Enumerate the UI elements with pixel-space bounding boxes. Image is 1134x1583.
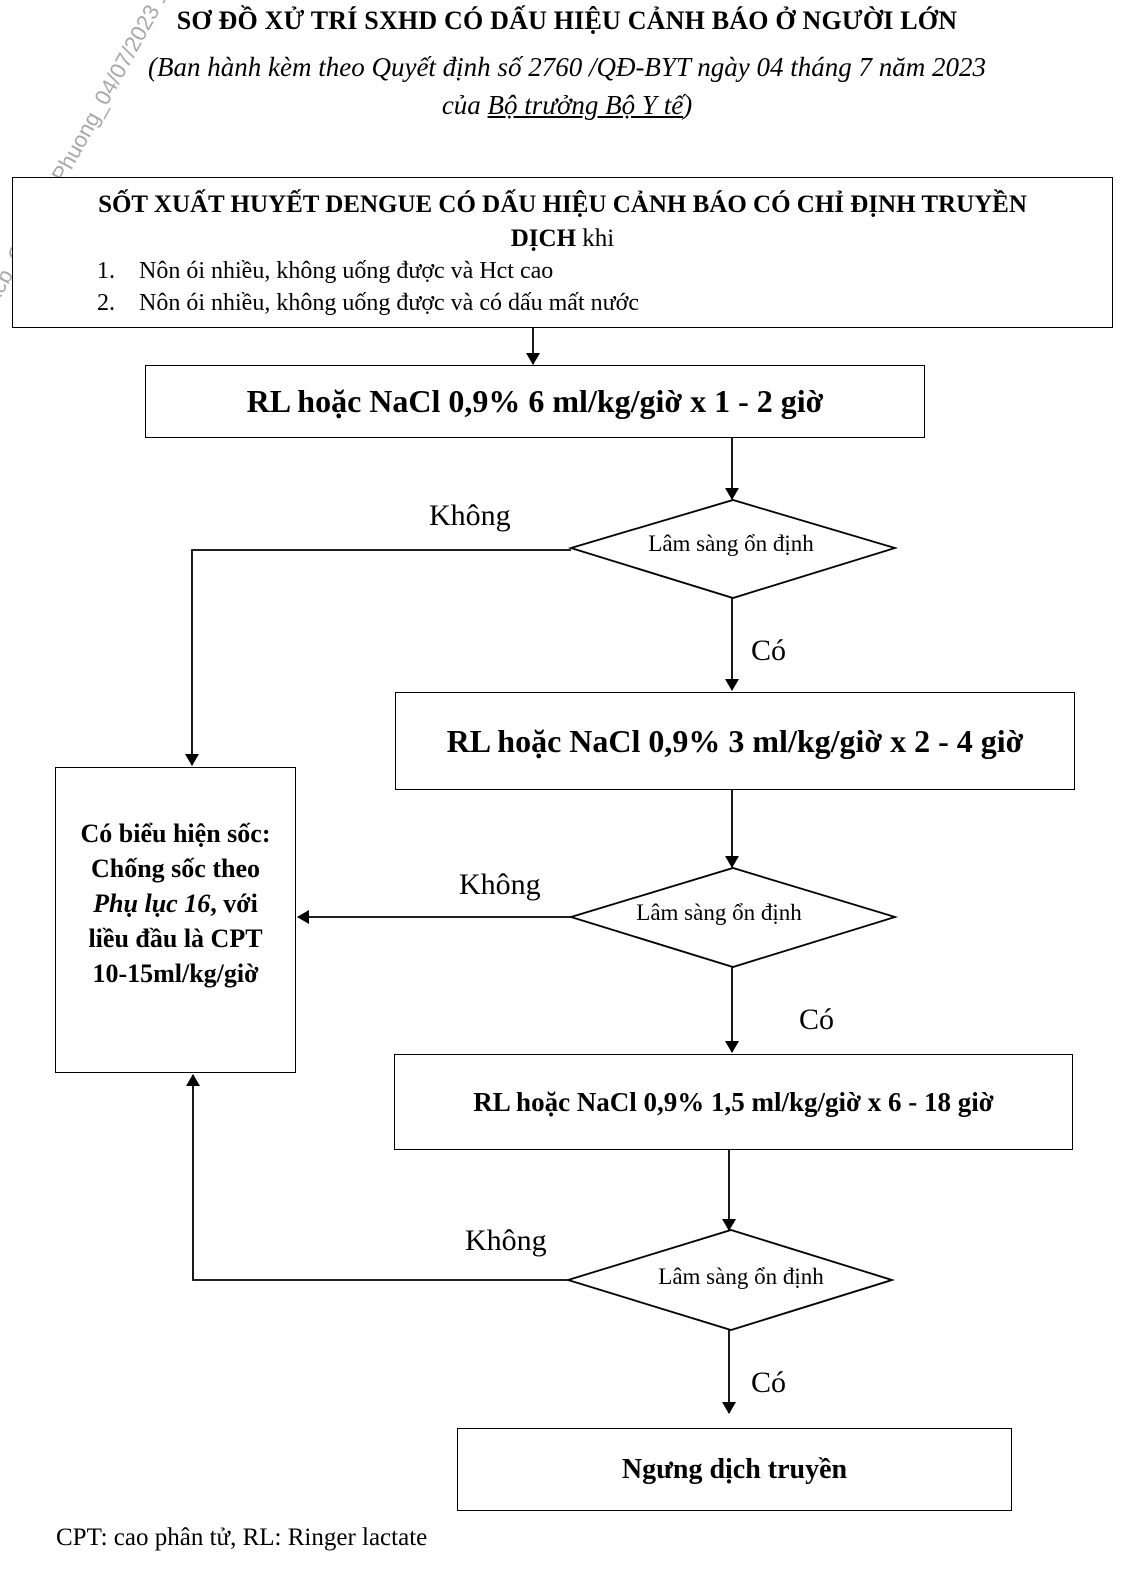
edge-label-yes-3: Có [751,1366,787,1399]
arrow-decision3-to-shock [186,1074,568,1281]
decision-label-2: Lâm sàng ổn định [636,900,802,925]
subtitle-authority: Bộ trưởng Bộ Y tế [487,90,684,120]
page-subtitle-line2: của Bộ trưởng Bộ Y tế) [0,90,1134,121]
subtitle-prefix: của [441,90,488,120]
decision-label-3: Lâm sàng ổn định [658,1264,824,1289]
edge-label-no-1: Không [429,499,511,532]
decision-diamond-3 [564,1229,896,1331]
page-title: SƠ ĐỒ XỬ TRÍ SXHD CÓ DẤU HIỆU CẢNH BÁO Ở… [176,6,958,35]
edge-label-yes-2: Có [799,1003,835,1036]
indication-title: SỐT XUẤT HUYẾT DENGUE CÓ DẤU HIỆU CẢNH B… [98,191,1027,252]
edge-label-no-3: Không [465,1224,547,1257]
decision-diamond-1 [567,499,899,599]
edge-label-yes-1: Có [751,634,787,667]
step-fluid-1-5ml: RL hoặc NaCl 0,9% 1,5 ml/kg/giờ x 6 - 18… [394,1054,1073,1150]
indication-box: SỐT XUẤT HUYẾT DENGUE CÓ DẤU HIỆU CẢNH B… [12,177,1113,328]
edge-label-no-2: Không [459,868,541,901]
indication-item-2: 2.Nôn ói nhiều, không uống được và có dấ… [97,290,639,316]
page-subtitle: (Ban hành kèm theo Quyết định số 2760 /Q… [148,52,986,82]
footnote: CPT: cao phân tử, RL: Ringer lactate [56,1524,428,1551]
subtitle-suffix: ) [683,90,693,120]
step-fluid-6ml: RL hoặc NaCl 0,9% 6 ml/kg/giờ x 1 - 2 gi… [145,365,925,438]
decision-label-1: Lâm sàng ổn định [648,531,814,556]
arrow-decision1-to-shock [185,549,571,766]
step-fluid-3ml: RL hoặc NaCl 0,9% 3 ml/kg/giờ x 2 - 4 gi… [395,692,1075,790]
shock-box: Có biểu hiện sốc: Chống sốc theo Phụ lục… [55,767,296,1073]
shock-text: Có biểu hiện sốc: Chống sốc theo Phụ lục… [80,819,271,988]
step-stop-infusion: Ngưng dịch truyền [457,1428,1012,1511]
decision-diamond-2 [567,867,899,968]
indication-item-1: 1.Nôn ói nhiều, không uống được và Hct c… [97,258,554,284]
